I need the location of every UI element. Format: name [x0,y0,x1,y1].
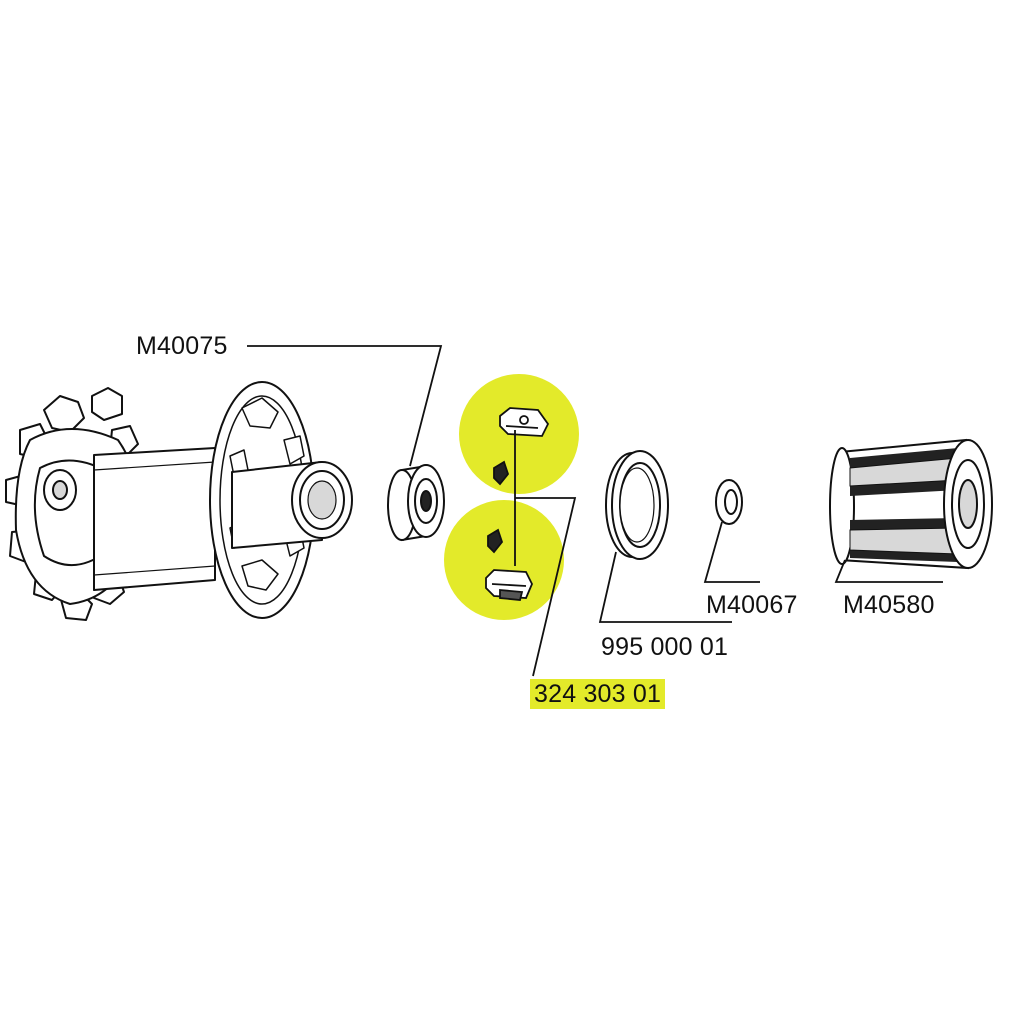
hub-body [93,447,216,591]
label-324-303-01: 324 303 01 [530,679,666,709]
label-M40067: M40067 [706,591,798,619]
leader-lines [247,345,943,677]
label-995-000-01: 995 000 01 [601,633,729,661]
hub-shell-drawing [5,381,353,621]
washer-part [715,479,743,525]
leader-M40580 [834,559,943,583]
bearing-part [387,464,445,542]
leader-995-000-01 [598,551,732,623]
label-M40580: M40580 [843,591,935,619]
pawl-parts [485,407,550,601]
leader-M40067 [703,521,760,583]
seal-ring-part [605,450,669,560]
leader-324-303-01 [515,497,577,677]
leader-M40075 [247,345,443,467]
freehub-body-part [829,438,993,570]
label-M40075: M40075 [136,332,228,360]
